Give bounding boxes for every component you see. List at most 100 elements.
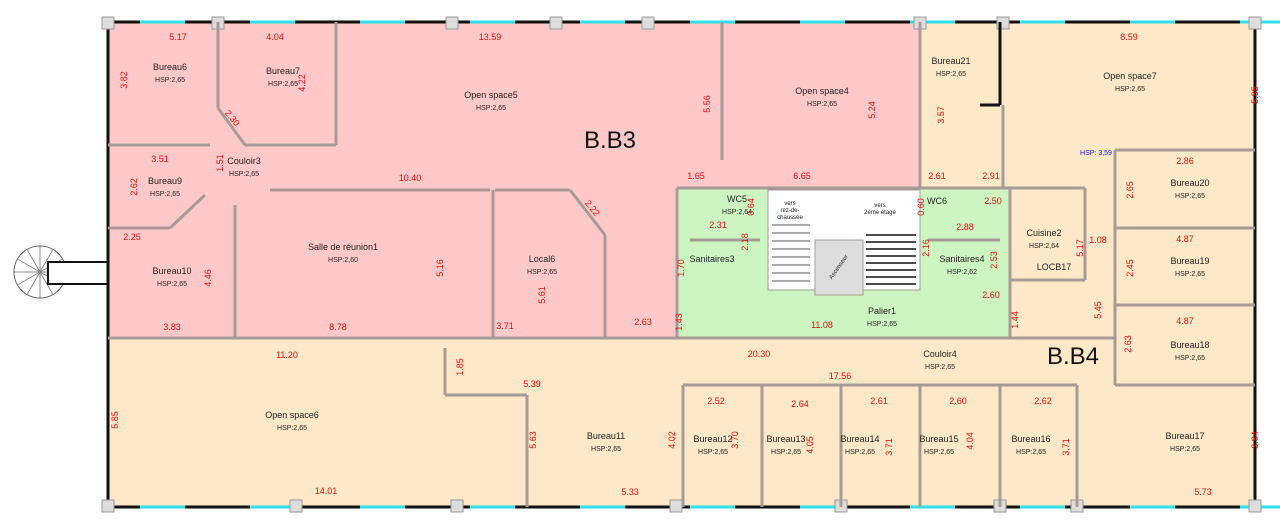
dimension-label: 2.45 <box>1125 259 1135 277</box>
room-hsp: HSP:2,65 <box>1170 446 1200 453</box>
dimension-label: 11.20 <box>276 350 298 360</box>
room-name: Cuisine2 <box>1026 228 1061 238</box>
stairs-down-label: chaussée <box>777 215 803 221</box>
room-hsp: HSP:2,65 <box>924 449 954 456</box>
dimension-label: 6.65 <box>793 171 811 181</box>
dimension-label: 13.59 <box>479 32 502 42</box>
room-hsp: HSP:2,65 <box>591 446 621 453</box>
zone-label-b4: B.B4 <box>1047 343 1099 370</box>
dimension-label: 1.65 <box>687 171 705 181</box>
column <box>450 499 464 513</box>
dimension-label: 4.05 <box>805 436 815 454</box>
room-name: Bureau11 <box>587 431 625 441</box>
dimension-label: 4.04 <box>965 432 975 450</box>
dimension-label: 3.70 <box>730 431 740 449</box>
column <box>289 499 303 513</box>
room-name: Open space6 <box>265 410 319 420</box>
dimension-label: 2.50 <box>984 196 1002 206</box>
dimension-label: 0.64 <box>746 198 756 216</box>
dimension-label: 5.61 <box>537 286 547 304</box>
column <box>101 499 115 513</box>
room-hsp: HSP:2,65 <box>807 101 837 108</box>
room-name: Bureau12 <box>693 434 732 444</box>
dimension-label: 2.65 <box>1125 181 1135 199</box>
dimension-label: 10.40 <box>399 173 422 183</box>
dimension-label: 2.86 <box>1176 156 1194 166</box>
room-name: WC5 <box>727 194 747 204</box>
column <box>101 16 115 30</box>
room-name: WC6 <box>927 196 947 206</box>
dimension-label: 3.84 <box>1250 431 1260 449</box>
dimension-label: 3.82 <box>119 71 129 89</box>
dimension-label: 11.08 <box>811 320 833 330</box>
dimension-label: 5.24 <box>867 101 877 119</box>
room-name: Bureau18 <box>1170 340 1209 350</box>
column <box>669 499 683 513</box>
room-name: Bureau10 <box>152 266 191 276</box>
dimension-label: 4.46 <box>203 269 213 287</box>
ceiling-height-note: HSP: 3,59 <box>1080 150 1112 157</box>
dimension-label: 2.16 <box>921 239 931 257</box>
spiral-step <box>26 249 41 273</box>
room-hsp: HSP:2,64 <box>722 209 752 216</box>
dimension-label: 4.87 <box>1176 316 1194 326</box>
room-name: Salle de réunion1 <box>308 242 378 252</box>
room-name: Bureau20 <box>1170 178 1209 188</box>
column <box>1248 499 1262 513</box>
stairs-down-label: rez-de- <box>780 208 799 214</box>
spiral-step <box>39 249 54 273</box>
dimension-label: 3.71 <box>884 438 894 456</box>
dimension-label: 2.61 <box>928 171 946 181</box>
dimension-label: 2.25 <box>123 232 141 242</box>
dimension-label: 5.45 <box>1093 301 1103 319</box>
spiral-step <box>17 271 41 286</box>
spiral-step <box>17 258 41 273</box>
room-hsp: HSP:2,65 <box>771 449 801 456</box>
room-name: Bureau19 <box>1170 256 1209 266</box>
dimension-label: 2.64 <box>791 399 809 409</box>
dimension-label: 2.60 <box>949 396 967 406</box>
dimension-label: 2.61 <box>870 396 888 406</box>
stairs-up-label: vers <box>874 203 885 209</box>
stairs-down-label: vers <box>784 201 795 207</box>
dimension-label: 5.85 <box>110 411 120 429</box>
room-hsp: HSP:2,65 <box>1115 86 1145 93</box>
elevator-shaft <box>814 239 864 296</box>
dimension-label: 1.08 <box>1089 235 1107 245</box>
dimension-label: 1.51 <box>215 154 225 172</box>
dimension-label: 3.57 <box>936 106 946 124</box>
spiral-step <box>39 271 54 295</box>
room-name: Bureau9 <box>148 176 182 186</box>
dimension-label: 2.52 <box>707 396 725 406</box>
dimension-label: 8.78 <box>329 322 347 332</box>
dimension-label: 5.33 <box>621 487 639 497</box>
room-hsp: HSP:2,65 <box>925 364 955 371</box>
dimension-label: 3.71 <box>496 321 514 331</box>
zone-label-b3: B.B3 <box>584 127 636 154</box>
dimension-label: 2.53 <box>989 251 999 269</box>
wall <box>168 193 207 230</box>
dimension-label: 5.16 <box>435 259 445 277</box>
room-name: Bureau21 <box>931 56 970 66</box>
room-hsp: HSP:2,64 <box>1029 243 1059 250</box>
dimension-label: 1.70 <box>676 259 686 277</box>
room-name: Bureau14 <box>840 434 879 444</box>
dimension-label: 14.01 <box>315 486 338 496</box>
room-hsp: HSP:2,65 <box>698 449 728 456</box>
dimension-label: 2.63 <box>1123 335 1133 353</box>
room-name: LOCB17 <box>1037 262 1072 272</box>
room-name: Bureau15 <box>919 434 958 444</box>
room-hsp: HSP:2,65 <box>268 81 298 88</box>
wall <box>216 107 247 146</box>
dimension-label: 3.51 <box>151 154 169 164</box>
dimension-label: 4.87 <box>1176 234 1194 244</box>
room-name: Couloir3 <box>227 156 261 166</box>
room-hsp: HSP:2,65 <box>1175 271 1205 278</box>
room-name: Bureau16 <box>1011 434 1050 444</box>
room-hsp: HSP:2,65 <box>157 281 187 288</box>
dimension-label: 4.22 <box>297 74 307 92</box>
room-name: Open space4 <box>795 86 849 96</box>
room-hsp: HSP:2,65 <box>155 77 185 84</box>
dimension-label: 4.02 <box>667 431 677 449</box>
